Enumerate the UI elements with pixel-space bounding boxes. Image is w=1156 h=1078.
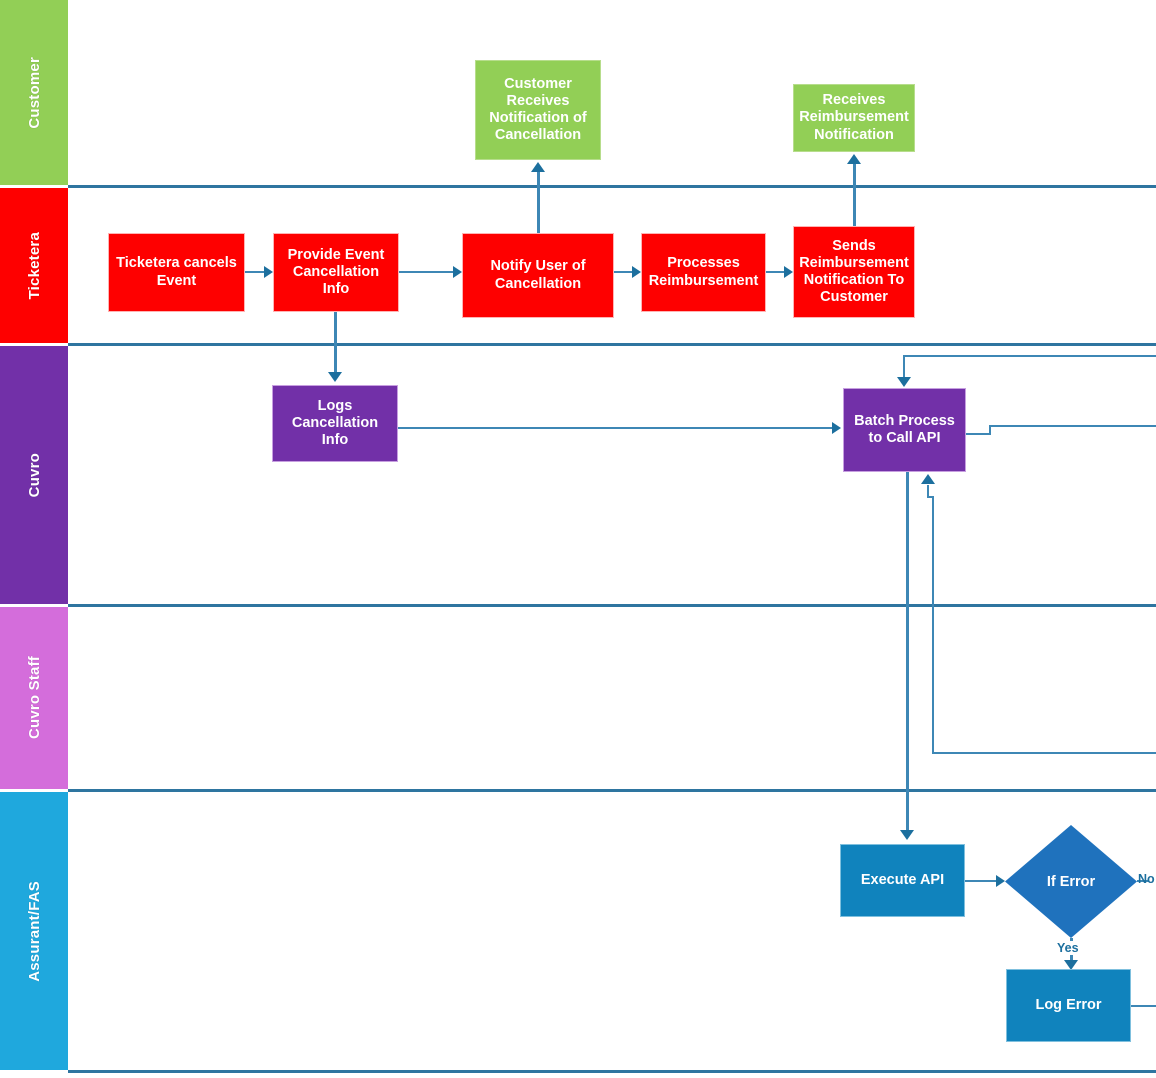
connector-sends-to-receives — [853, 164, 856, 226]
node-provide-event-cancellation-info[interactable]: Provide Event Cancellation Info — [273, 233, 399, 312]
connector-cancels-to-provide — [245, 271, 264, 273]
lane-header-ticketera: Ticketera — [0, 188, 68, 343]
arrowhead-provide-to-notify — [453, 266, 462, 278]
node-label: Sends Reimbursement Notification To Cust… — [799, 237, 909, 306]
connector-staff-offpage-h — [932, 752, 1156, 754]
connector-batch-to-execute — [906, 472, 909, 832]
node-customer-receives-cancellation-notification[interactable]: Customer Receives Notification of Cancel… — [475, 60, 601, 160]
node-customer-receives-reimbursement-notification[interactable]: Receives Reimbursement Notification — [793, 84, 915, 152]
arrowhead-cancels-to-provide — [264, 266, 273, 278]
node-processes-reimbursement[interactable]: Processes Reimbursement — [641, 233, 766, 312]
connector-staff-jog-v — [927, 485, 929, 497]
lane-label-customer: Customer — [25, 56, 43, 129]
lane-divider-bottom — [68, 1070, 1156, 1073]
node-label: Provide Event Cancellation Info — [287, 246, 385, 298]
node-logs-cancellation-info[interactable]: Logs Cancellation Info — [272, 385, 398, 462]
arrowhead-execute-to-iferror — [996, 875, 1005, 887]
node-label: If Error — [1046, 873, 1096, 890]
arrowhead-offpage-to-batch — [897, 377, 911, 387]
node-batch-process-to-call-api[interactable]: Batch Process to Call API — [843, 388, 966, 472]
connector-provide-to-logs — [334, 312, 337, 374]
arrowhead-batch-to-execute — [900, 830, 914, 840]
connector-offpage-to-batch-top — [903, 355, 1156, 357]
node-label: Logs Cancellation Info — [291, 397, 379, 449]
connector-batch-out-step — [989, 425, 991, 435]
arrowhead-iferror-to-logerror — [1064, 960, 1078, 970]
lane-header-customer: Customer — [0, 0, 68, 185]
node-label: Notify User of Cancellation — [490, 258, 586, 292]
lane-divider-cuvrostaff-assurant — [68, 789, 1156, 792]
lane-divider-customer-ticketera — [68, 185, 1156, 188]
lane-divider-cuvro-cuvrostaff — [68, 604, 1156, 607]
arrowhead-processes-to-sends — [784, 266, 793, 278]
lane-label-cuvro-staff: Cuvro Staff — [25, 656, 43, 740]
node-label: Execute API — [860, 871, 945, 888]
lane-header-assurant-fas: Assurant/FAS — [0, 792, 68, 1070]
node-log-error[interactable]: Log Error — [1006, 969, 1131, 1042]
node-ticketera-cancels-event[interactable]: Ticketera cancels Event — [108, 233, 245, 312]
connector-execute-to-iferror — [965, 880, 996, 882]
node-label: Processes Reimbursement — [648, 255, 759, 289]
connector-processes-to-sends — [766, 271, 784, 273]
arrowhead-logs-to-batch — [832, 422, 841, 434]
lane-header-cuvro: Cuvro — [0, 346, 68, 604]
connector-batch-out-right — [989, 425, 1156, 427]
arrowhead-sends-to-receives — [847, 154, 861, 164]
node-execute-api[interactable]: Execute API — [840, 844, 965, 917]
connector-notify-to-customer — [537, 172, 540, 234]
connector-notify-to-processes — [614, 271, 632, 273]
lane-label-ticketera: Ticketera — [25, 231, 43, 300]
arrowhead-staff-to-batch — [921, 474, 935, 484]
node-notify-user-of-cancellation[interactable]: Notify User of Cancellation — [462, 233, 614, 318]
lane-header-cuvro-staff: Cuvro Staff — [0, 607, 68, 789]
lane-label-cuvro: Cuvro — [25, 452, 43, 498]
connector-staff-offpage-v — [932, 497, 934, 752]
node-sends-reimbursement-notification-to-customer[interactable]: Sends Reimbursement Notification To Cust… — [793, 226, 915, 318]
arrowhead-notify-to-processes — [632, 266, 641, 278]
node-label: Receives Reimbursement Notification — [799, 92, 909, 143]
connector-logs-to-batch — [398, 427, 834, 429]
connector-batch-out-stub — [966, 433, 991, 435]
connector-logerror-out — [1131, 1005, 1156, 1007]
node-if-error-decision[interactable]: If Error — [1005, 825, 1137, 938]
connector-offpage-to-batch-down — [903, 355, 905, 379]
connector-provide-to-notify — [399, 271, 453, 273]
node-label: Ticketera cancels Event — [116, 255, 237, 289]
node-label: Log Error — [1035, 996, 1102, 1013]
lane-label-assurant-fas: Assurant/FAS — [25, 880, 43, 982]
arrowhead-notify-to-customer — [531, 162, 545, 172]
node-label: Batch Process to Call API — [854, 412, 955, 446]
connector-staff-jog — [927, 496, 934, 498]
edge-label-no: No — [1138, 872, 1155, 886]
lane-divider-ticketera-cuvro — [68, 343, 1156, 346]
arrowhead-provide-to-logs — [328, 372, 342, 382]
edge-label-yes: Yes — [1056, 941, 1080, 955]
connector-iferror-no — [1137, 880, 1149, 882]
node-label: Customer Receives Notification of Cancel… — [489, 75, 587, 144]
